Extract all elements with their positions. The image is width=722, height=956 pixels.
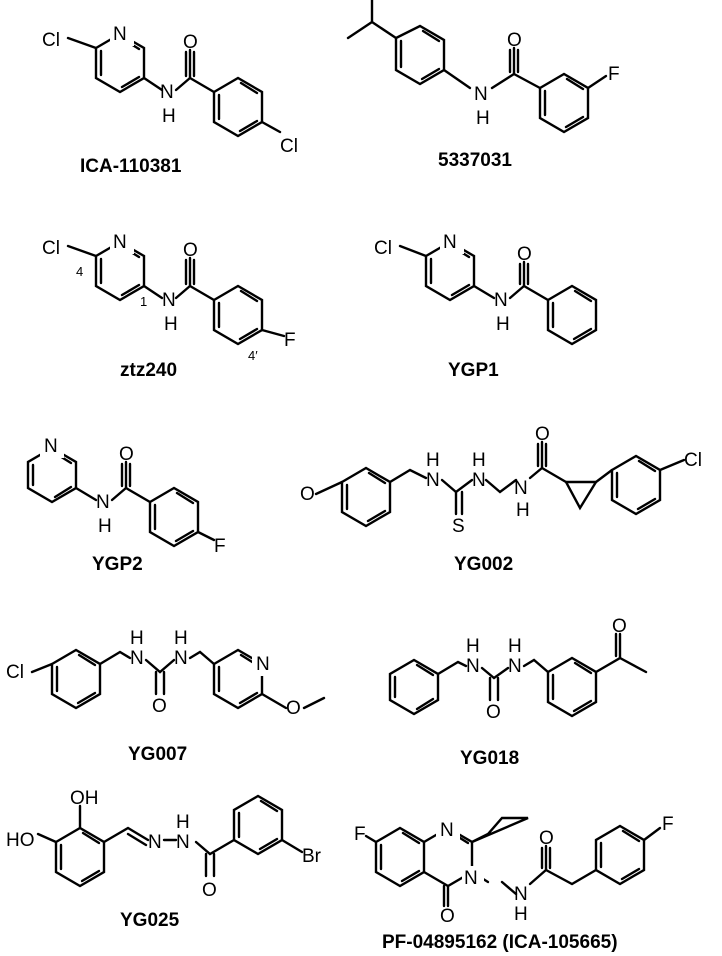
- atom-label: O: [507, 30, 522, 51]
- compound-name: YG007: [128, 744, 187, 765]
- compound-ica-110381: Cl N N H O Cl ICA-110381: [42, 22, 298, 177]
- atom-label: N: [130, 648, 144, 669]
- compound-5337031: N H O F 5337031: [346, 0, 620, 171]
- compound-yg002: O N H S N H N H O Cl YG002: [300, 424, 702, 575]
- atom-label: N: [464, 868, 478, 889]
- compound-name: YG025: [120, 910, 180, 931]
- atom-label: H: [508, 636, 522, 657]
- atom-label: H: [98, 516, 112, 537]
- atom-label: N: [440, 820, 454, 841]
- atom-label: OH: [70, 788, 99, 809]
- atom-label: H: [496, 314, 510, 335]
- atom-label: H: [176, 812, 190, 833]
- atom-label: N: [44, 436, 58, 457]
- atom-label: N: [466, 656, 480, 677]
- atom-label: H: [174, 628, 188, 649]
- atom-label: H: [130, 628, 144, 649]
- atom-label: O: [119, 444, 134, 465]
- atom-label: N: [113, 24, 127, 45]
- atom-label: HO: [6, 830, 35, 851]
- atom-label: N: [508, 656, 522, 677]
- atom-label: H: [164, 314, 178, 335]
- atom-label: N: [472, 470, 486, 491]
- atom-label: N: [514, 884, 528, 905]
- atom-label: N: [514, 478, 528, 499]
- atom-label: O: [286, 698, 301, 719]
- atom-label: O: [539, 828, 554, 849]
- compound-name: YGP2: [92, 554, 143, 575]
- atom-label: H: [476, 108, 490, 129]
- atom-label: O: [517, 244, 532, 265]
- atom-label: Cl: [374, 238, 392, 259]
- compound-pf-04895162: F N N O N H O F PF-04895162 (ICA-105665): [354, 814, 674, 953]
- atom-label: N: [256, 654, 270, 675]
- atom-label: F: [284, 330, 296, 351]
- atom-label: Cl: [42, 30, 60, 51]
- atom-number: 4: [76, 264, 83, 279]
- atom-label: N: [162, 290, 176, 311]
- compound-ztz240: Cl N 4 1 N H O F 4′ ztz240: [42, 230, 296, 381]
- atom-label: H: [516, 500, 530, 521]
- atom-label: N: [443, 232, 457, 253]
- compound-ygp1: Cl N N H O YGP1: [374, 230, 598, 381]
- atom-label: S: [452, 516, 465, 537]
- compound-name: PF-04895162 (ICA-105665): [382, 932, 618, 953]
- atom-label: Cl: [42, 238, 60, 259]
- atom-label: N: [174, 648, 188, 669]
- atom-label: N: [160, 82, 174, 103]
- atom-label: N: [148, 832, 162, 853]
- compound-name: ICA-110381: [80, 156, 182, 177]
- atom-label: N: [426, 470, 440, 491]
- atom-label: Br: [302, 846, 322, 867]
- atom-label: O: [202, 880, 217, 901]
- compound-name: YG018: [460, 748, 519, 769]
- compound-name: ztz240: [120, 360, 177, 381]
- atom-number: 1: [140, 294, 147, 309]
- atom-label: H: [426, 450, 440, 471]
- atom-label: H: [162, 106, 176, 127]
- atom-label: H: [472, 450, 486, 471]
- compound-name: 5337031: [438, 150, 512, 171]
- compound-yg007: Cl N H O N H N O YG007: [6, 628, 326, 765]
- atom-label: N: [494, 290, 508, 311]
- atom-label: O: [440, 906, 455, 927]
- atom-number: 4′: [248, 348, 258, 363]
- atom-label: F: [662, 814, 674, 835]
- atom-label: F: [608, 64, 620, 85]
- atom-label: N: [474, 84, 488, 105]
- atom-label: N: [176, 832, 190, 853]
- atom-label: F: [214, 536, 226, 557]
- atom-label: Cl: [280, 136, 298, 157]
- atom-label: O: [300, 484, 315, 505]
- atom-label: O: [612, 616, 627, 637]
- compound-name: YG002: [454, 554, 513, 575]
- atom-label: H: [466, 636, 480, 657]
- compound-name: YGP1: [448, 360, 499, 381]
- atom-label: Cl: [684, 450, 702, 471]
- atom-label: O: [535, 424, 550, 445]
- compound-ygp2: N N H O F YGP2: [26, 434, 226, 575]
- compound-yg018: N H O N H O YG018: [388, 616, 648, 769]
- atom-label: O: [486, 702, 501, 723]
- atom-label: Cl: [6, 662, 24, 683]
- atom-label: O: [183, 240, 198, 261]
- atom-label: O: [152, 696, 167, 717]
- compound-yg025: OH HO N N H O Br YG025: [6, 788, 322, 931]
- atom-label: N: [96, 492, 110, 513]
- atom-label: N: [113, 232, 127, 253]
- atom-label: O: [183, 32, 198, 53]
- atom-label: H: [514, 904, 528, 925]
- atom-label: F: [354, 824, 366, 845]
